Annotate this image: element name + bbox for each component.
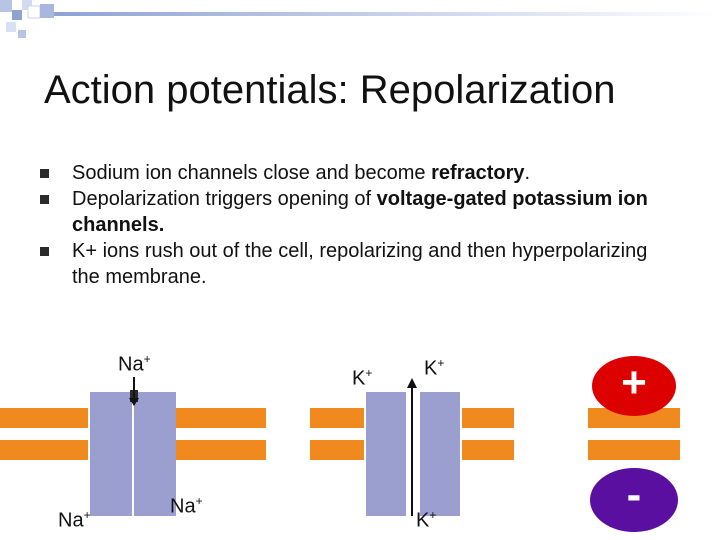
k-channel-subunit-right (420, 392, 460, 516)
membrane-top-right (176, 408, 266, 428)
deco-square (0, 0, 12, 12)
positive-charge-blob (592, 356, 676, 416)
square-bullet-icon (40, 169, 49, 178)
bullet-item: K+ ions rush out of the cell, repolarizi… (40, 238, 650, 290)
membrane-top-right (462, 408, 514, 428)
k-channel-subunit-left (366, 392, 406, 516)
bullet-text: . (524, 162, 531, 184)
deco-square (12, 10, 22, 20)
na-arrow-head (129, 398, 139, 406)
page-title: Action potentials: Repolarization (44, 68, 616, 112)
bullet-item: Sodium ion channels close and become ref… (40, 160, 650, 186)
bullet-text: K+ ions rush out of the cell, repolarizi… (72, 240, 648, 288)
square-bullet-icon (40, 247, 49, 256)
na-label-top: Na+ (118, 352, 151, 376)
plus-sign: + (621, 358, 647, 407)
k-label-top-left: K+ (352, 366, 373, 390)
bullet-text: Sodium ion channels close and become (72, 162, 432, 184)
deco-square (40, 4, 54, 18)
na-label-left: Na+ (58, 508, 91, 532)
membrane-bottom-right (462, 440, 514, 460)
na-channel-subunit-left (90, 392, 132, 516)
bullet-emphasis: voltage-gated potassium ion channels. (72, 188, 648, 236)
k-arrow-head (407, 378, 417, 388)
membrane-bottom (588, 440, 680, 460)
membrane-bottom-right (176, 440, 266, 460)
bullet-emphasis: refractory (431, 162, 525, 184)
k-label-bottom: K+ (416, 508, 437, 532)
na-label-bottom: Na+ (170, 494, 203, 518)
bullet-item: Depolarization triggers opening of volta… (40, 186, 650, 238)
deco-square (27, 5, 41, 19)
deco-square (6, 22, 16, 32)
bullet-list: Sodium ion channels close and become ref… (40, 160, 650, 290)
negative-charge-blob (590, 468, 678, 532)
membrane-bottom-left (0, 440, 88, 460)
k-label-top-right: K+ (424, 356, 445, 380)
deco-square (18, 30, 26, 38)
membrane-bottom-left (310, 440, 364, 460)
membrane-top-left (0, 408, 88, 428)
bullet-text: Depolarization triggers opening of (72, 188, 377, 210)
minus-sign: - (626, 470, 642, 519)
na-channel-subunit-right (134, 392, 176, 516)
deco-square (22, 0, 32, 10)
membrane-diagram (0, 356, 680, 532)
membrane-top (588, 408, 680, 428)
square-bullet-icon (40, 195, 49, 204)
header-decoration (0, 0, 720, 38)
header-line (54, 12, 720, 16)
membrane-top-left (310, 408, 364, 428)
